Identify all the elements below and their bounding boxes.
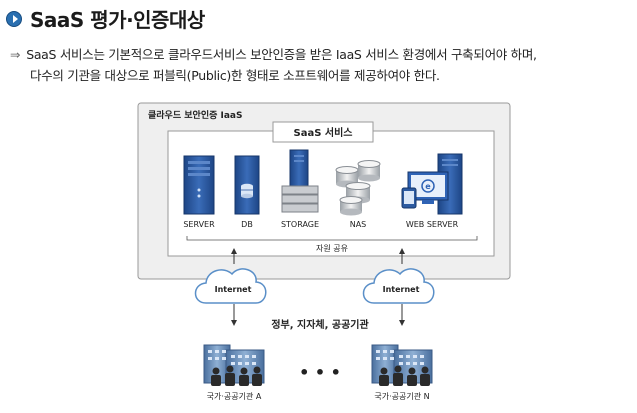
nas-icon — [335, 160, 381, 216]
description-line-2: 다수의 기관을 대상으로 퍼블릭(Public)한 형태로 소프트웨어를 제공하… — [30, 68, 440, 83]
office-building-people-icon: 국가·공공기관 A — [203, 344, 265, 401]
circle-arrow-icon — [6, 10, 22, 27]
web-server-icon: e — [401, 153, 463, 215]
org-label: 정부, 지자체, 공공기관 — [271, 318, 369, 331]
saas-label: SaaS 서비스 — [294, 126, 353, 139]
office-building-people-icon: 국가·공공기관 N — [371, 344, 433, 401]
server-label: SERVER — [183, 220, 215, 229]
nas-label: NAS — [350, 220, 367, 229]
org-a-label: 국가·공공기관 A — [207, 391, 262, 401]
cloud-icon: Internet — [362, 268, 435, 304]
cloud-label-left: Internet — [215, 285, 252, 294]
page-title: SaaS 평가·인증대상 — [30, 8, 205, 32]
database-tower-icon — [234, 155, 260, 215]
org-n-label: 국가·공공기관 N — [374, 391, 429, 401]
svg-text:e: e — [425, 182, 431, 191]
saas-label-box — [272, 121, 374, 143]
storage-icon — [281, 149, 319, 213]
storage-label: STORAGE — [281, 220, 319, 229]
shared-bracket — [186, 236, 478, 241]
server-tower-icon — [183, 155, 215, 215]
section-title: SaaS 평가·인증대상 — [6, 4, 205, 33]
description: ⇒SaaS 서비스는 기본적으로 클라우드서비스 보안인증을 받은 IaaS 서… — [10, 44, 632, 86]
cloud-label-right: Internet — [383, 285, 420, 294]
description-line-1: ⇒SaaS 서비스는 기본적으로 클라우드서비스 보안인증을 받은 IaaS 서… — [10, 47, 537, 62]
cloud-icon: Internet — [194, 268, 267, 304]
db-label: DB — [241, 220, 253, 229]
implies-arrow-icon: ⇒ — [10, 47, 21, 62]
ellipsis: • • • — [299, 363, 341, 382]
iaas-label: 클라우드 보안인증 IaaS — [148, 109, 242, 121]
web-server-label: WEB SERVER — [406, 220, 459, 229]
shared-label: 자원 공유 — [316, 244, 348, 253]
